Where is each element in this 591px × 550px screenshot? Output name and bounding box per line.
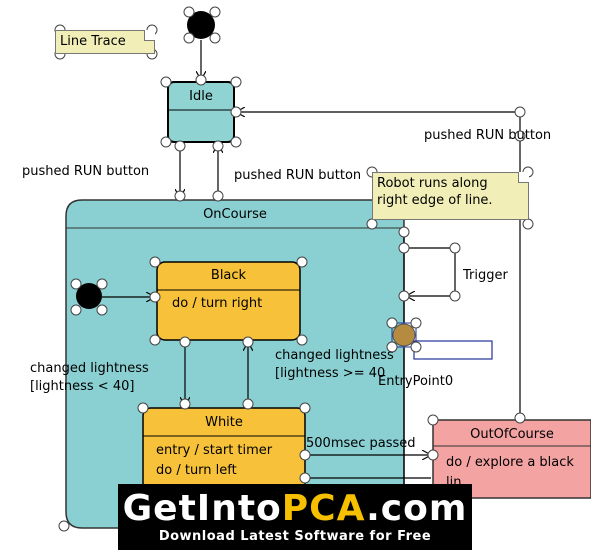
white-entry: entry / start timer (156, 443, 273, 458)
selection-handles (54, 6, 534, 532)
selection-box (391, 322, 417, 348)
watermark-tagline: Download Latest Software for Free (158, 529, 432, 544)
note-robot[interactable]: Robot runs along right edge of line. (372, 172, 529, 220)
label-trigger: Trigger (463, 268, 508, 283)
note-line-trace-text: Line Trace (60, 34, 126, 49)
note-robot-line-1: Robot runs along (377, 176, 488, 191)
black-title: Black (210, 268, 247, 283)
watermark-brand-pre: GetInto (122, 488, 282, 529)
label-changed-lightness-left-2: [lightness < 40] (30, 379, 135, 394)
white-activity: do / turn left (156, 463, 237, 478)
initial-state-top (187, 11, 215, 39)
label-pushed-run-right: pushed RUN button (424, 128, 552, 143)
out-of-course-title: OutOfCourse (470, 427, 554, 442)
watermark-brand: GetIntoPCA.com (118, 488, 472, 529)
label-pushed-run-middle: pushed RUN button (234, 168, 362, 183)
entry-point[interactable] (392, 323, 416, 347)
label-changed-lightness-right-1: changed lightness (275, 348, 394, 363)
initial-state-oncourse (76, 283, 102, 309)
label-changed-lightness-right-2: [lightness >= 40 (275, 366, 386, 381)
label-pushed-run-left: pushed RUN button (22, 164, 150, 179)
label-changed-lightness-left-1: changed lightness (30, 361, 149, 376)
watermark-brand-post: .com (366, 488, 468, 529)
note-robot-line-2: right edge of line. (377, 193, 493, 208)
entry-point-label-box (413, 340, 493, 360)
idle-title: Idle (189, 89, 213, 104)
note-line-trace[interactable]: Line Trace (55, 30, 155, 54)
oncourse-title: OnCourse (203, 207, 267, 222)
watermark-banner: GetIntoPCA.com Download Latest Software … (118, 484, 472, 550)
watermark-brand-highlight: PCA (281, 488, 367, 529)
black-activity: do / turn right (172, 296, 263, 311)
white-title: White (205, 415, 243, 430)
label-entry-point: EntryPoint0 (378, 374, 454, 389)
label-timer: 500msec passed (306, 436, 416, 451)
